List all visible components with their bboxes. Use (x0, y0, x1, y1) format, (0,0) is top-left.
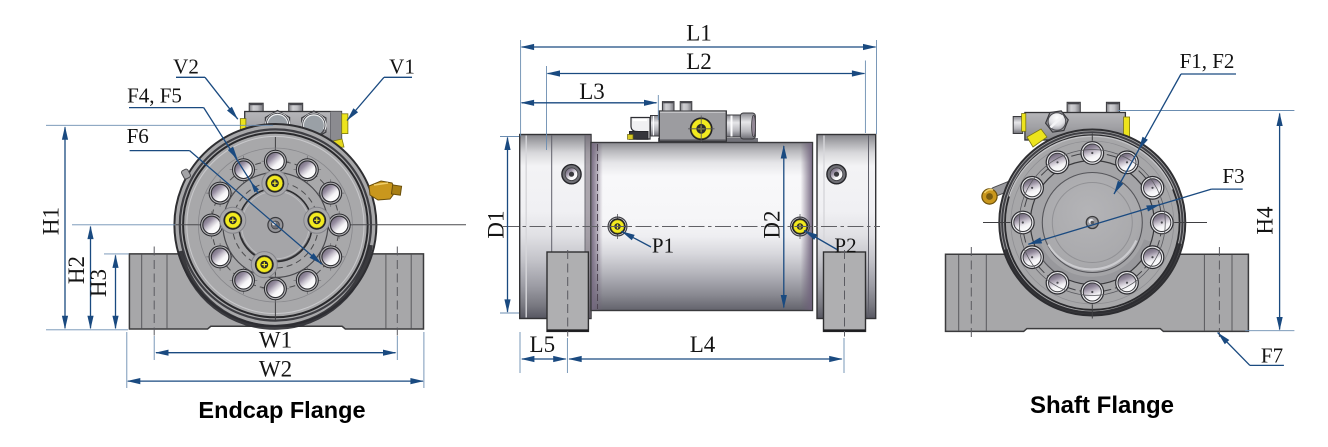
svg-text:L3: L3 (579, 79, 605, 104)
svg-text:L2: L2 (686, 49, 712, 74)
svg-text:H4: H4 (1253, 206, 1278, 235)
svg-text:H3: H3 (86, 269, 111, 297)
svg-text:Endcap Flange: Endcap Flange (198, 397, 365, 423)
svg-text:L4: L4 (690, 332, 716, 357)
svg-text:F1, F2: F1, F2 (1180, 49, 1235, 73)
svg-text:P1: P1 (652, 234, 674, 258)
svg-text:H2: H2 (64, 256, 89, 284)
svg-text:F7: F7 (1261, 344, 1283, 368)
svg-text:H1: H1 (39, 207, 64, 235)
svg-text:W1: W1 (259, 328, 292, 353)
svg-text:D1: D1 (484, 210, 509, 238)
svg-text:L1: L1 (686, 21, 712, 46)
svg-text:L5: L5 (530, 332, 556, 357)
svg-text:F4, F5: F4, F5 (127, 84, 182, 108)
svg-text:W2: W2 (259, 356, 292, 381)
svg-text:Shaft Flange: Shaft Flange (1030, 392, 1174, 419)
svg-text:D2: D2 (760, 210, 785, 238)
svg-text:F3: F3 (1222, 164, 1244, 188)
svg-text:V2: V2 (173, 55, 199, 79)
svg-text:V1: V1 (389, 55, 415, 79)
svg-text:P2: P2 (834, 234, 856, 258)
svg-text:F6: F6 (127, 124, 149, 148)
